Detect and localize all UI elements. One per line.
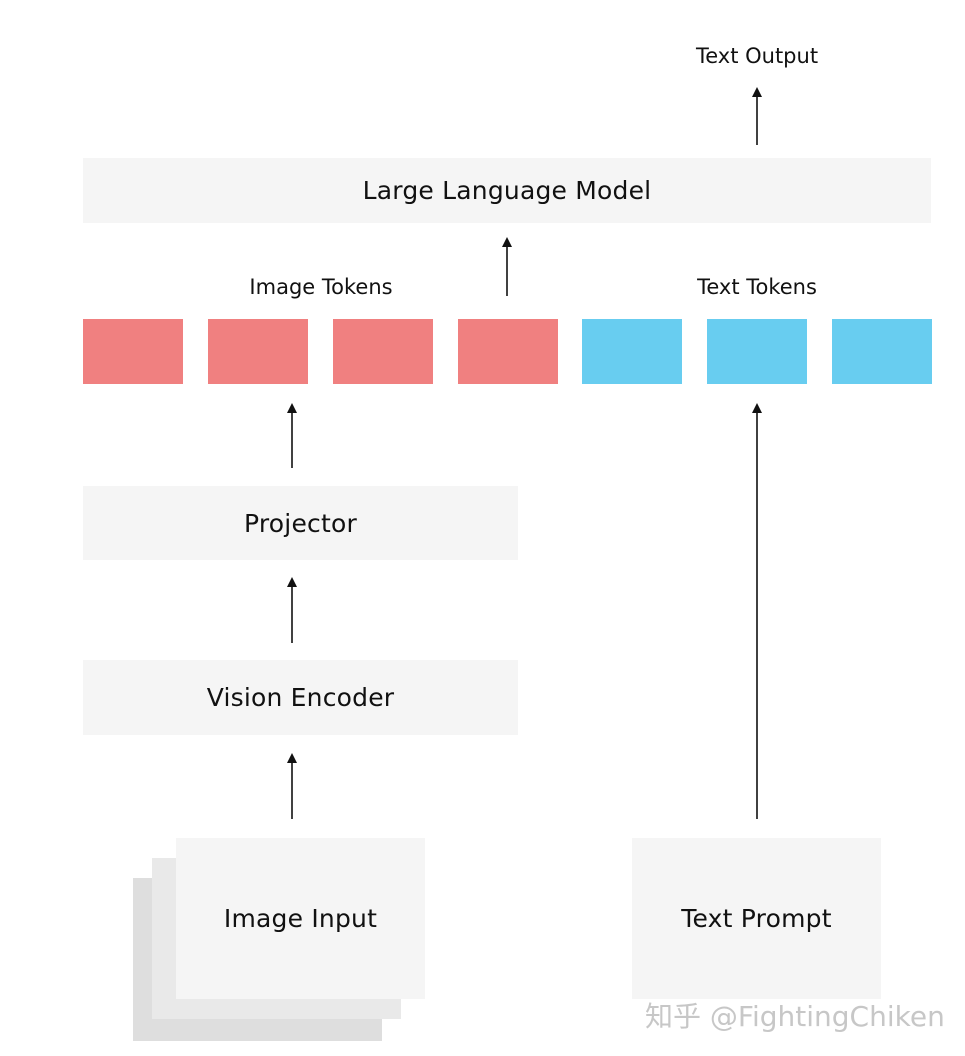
arrow-encoder-to-projector (287, 577, 297, 643)
image-token (458, 319, 558, 384)
text-prompt-box: Text Prompt (632, 838, 881, 999)
text-output-label: Text Output (695, 44, 819, 68)
image-token (333, 319, 433, 384)
text-token (832, 319, 932, 384)
arrow-image-input-to-encoder (287, 753, 297, 819)
arrow-text-prompt-to-text-tokens (752, 403, 762, 819)
text-token (707, 319, 807, 384)
arrow-llm-to-output (752, 87, 762, 145)
projector-label: Projector (244, 508, 357, 538)
vision-encoder-box: Vision Encoder (83, 660, 518, 735)
projector-box: Projector (83, 486, 518, 560)
text-prompt-label: Text Prompt (681, 904, 832, 933)
arrow-tokens-to-llm (502, 237, 512, 296)
image-token (83, 319, 183, 384)
image-token (208, 319, 308, 384)
large-language-model-box: Large Language Model (83, 158, 931, 223)
arrow-projector-to-image-tokens (287, 403, 297, 468)
image-input-label: Image Input (223, 904, 378, 933)
watermark-text: 知乎 @FightingChiken (645, 1000, 945, 1033)
text-tokens-label: Text Tokens (697, 275, 817, 299)
text-token (582, 319, 682, 384)
image-tokens-label: Image Tokens (249, 275, 393, 299)
vision-encoder-label: Vision Encoder (206, 683, 395, 712)
image-input-box: Image Input (176, 838, 425, 999)
large-language-model-label: Large Language Model (362, 176, 652, 205)
